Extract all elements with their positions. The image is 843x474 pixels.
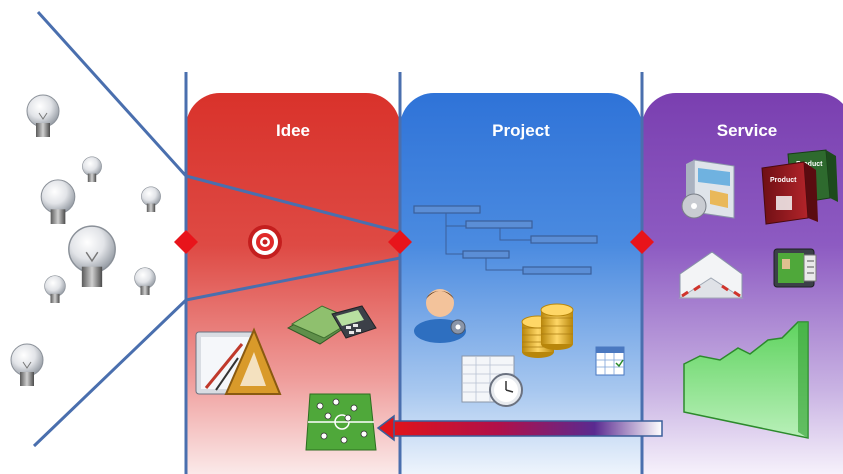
id-card-icon xyxy=(773,248,817,288)
schedule-clock-icon xyxy=(461,355,523,407)
calendar-icon xyxy=(595,346,625,376)
product-label-front: Product xyxy=(770,177,797,184)
funnel-line-top xyxy=(36,10,188,178)
lightbulb-icon xyxy=(44,275,66,303)
soccer-field-icon xyxy=(305,393,377,451)
lightbulb-icon xyxy=(40,179,76,224)
product-label-back: Product xyxy=(796,161,823,168)
lightbulb-icon xyxy=(10,343,44,386)
gate-diamond-3 xyxy=(630,230,654,254)
gate-diamond-2 xyxy=(388,230,412,254)
envelope-icon xyxy=(678,251,744,299)
lightbulb-icon xyxy=(134,267,156,295)
lightbulb-icon xyxy=(68,225,116,287)
idee-title: Idee xyxy=(275,121,311,140)
stage-gates xyxy=(174,230,654,254)
drafting-tools-icon xyxy=(195,327,282,395)
funnel-lines xyxy=(32,10,401,448)
target-icon xyxy=(248,225,282,259)
project-title: Project xyxy=(492,121,550,140)
coins-icon xyxy=(521,303,574,358)
lightbulb-icon xyxy=(141,186,161,212)
idea-bulbs xyxy=(10,94,161,386)
funnel-line-inner-top xyxy=(185,174,401,234)
cash-calculator-icon xyxy=(286,305,377,345)
lightbulb-icon xyxy=(26,94,60,137)
service-title: Service xyxy=(716,121,778,140)
gate-diamond-1 xyxy=(174,230,198,254)
user-settings-icon xyxy=(414,289,466,343)
feedback-arrow xyxy=(376,414,663,442)
stage-dividers xyxy=(184,72,644,474)
gantt-chart-icon xyxy=(413,205,598,275)
lightbulb-icon xyxy=(82,156,102,182)
project-panel: Project xyxy=(400,93,642,474)
funnel-line-bottom xyxy=(32,298,188,448)
product-boxes-icon: Product Product xyxy=(761,149,838,225)
growth-chart-icon xyxy=(683,321,809,439)
software-box-icon xyxy=(681,159,735,219)
funnel-line-inner-bottom xyxy=(185,256,401,302)
